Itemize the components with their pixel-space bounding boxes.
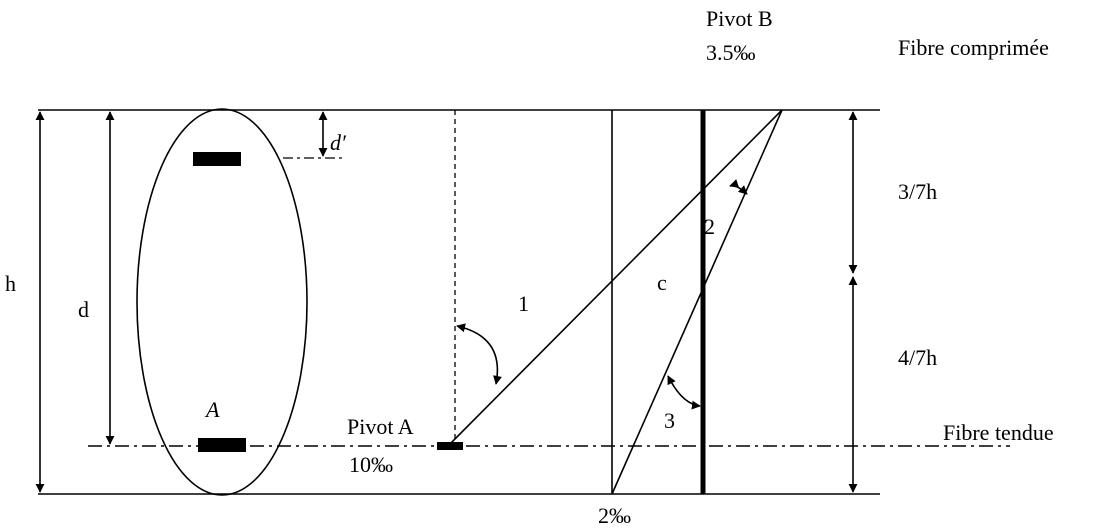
domain-3-label: 3 <box>664 408 675 433</box>
domain-3-line <box>611 109 783 495</box>
domain-1-rotation-arrow <box>456 323 502 385</box>
d-label: d <box>78 297 89 322</box>
fibre-comprimee-label: Fibre comprimée <box>898 35 1049 60</box>
bottom-rebar <box>198 438 246 452</box>
domain-2-label: 2 <box>704 214 715 239</box>
domain-1-label: 1 <box>518 291 529 316</box>
domain-2-rotation-arrow <box>729 179 748 195</box>
pivot-a-marker <box>437 442 463 450</box>
strain-2-label: 2‰ <box>598 503 631 528</box>
pivot-a-label: Pivot A <box>347 414 414 439</box>
pivot-c-label: c <box>657 270 667 295</box>
h-label: h <box>5 271 16 296</box>
pivot-b-strain: 3.5‰ <box>706 40 756 65</box>
fibre-tendue-label: Fibre tendue <box>943 420 1054 445</box>
section-outline <box>136 108 308 496</box>
domain-3-rotation-arrow <box>667 375 701 410</box>
pivot-b-label: Pivot B <box>706 6 773 31</box>
d-prime-label: d′ <box>330 130 347 155</box>
lower-ratio-label: 4/7h <box>898 345 937 370</box>
pivot-a-strain: 10‰ <box>349 452 393 477</box>
top-rebar <box>193 152 241 166</box>
steel-area-label: A <box>204 397 220 422</box>
domain-1-line <box>447 109 783 447</box>
upper-ratio-label: 3/7h <box>898 179 937 204</box>
